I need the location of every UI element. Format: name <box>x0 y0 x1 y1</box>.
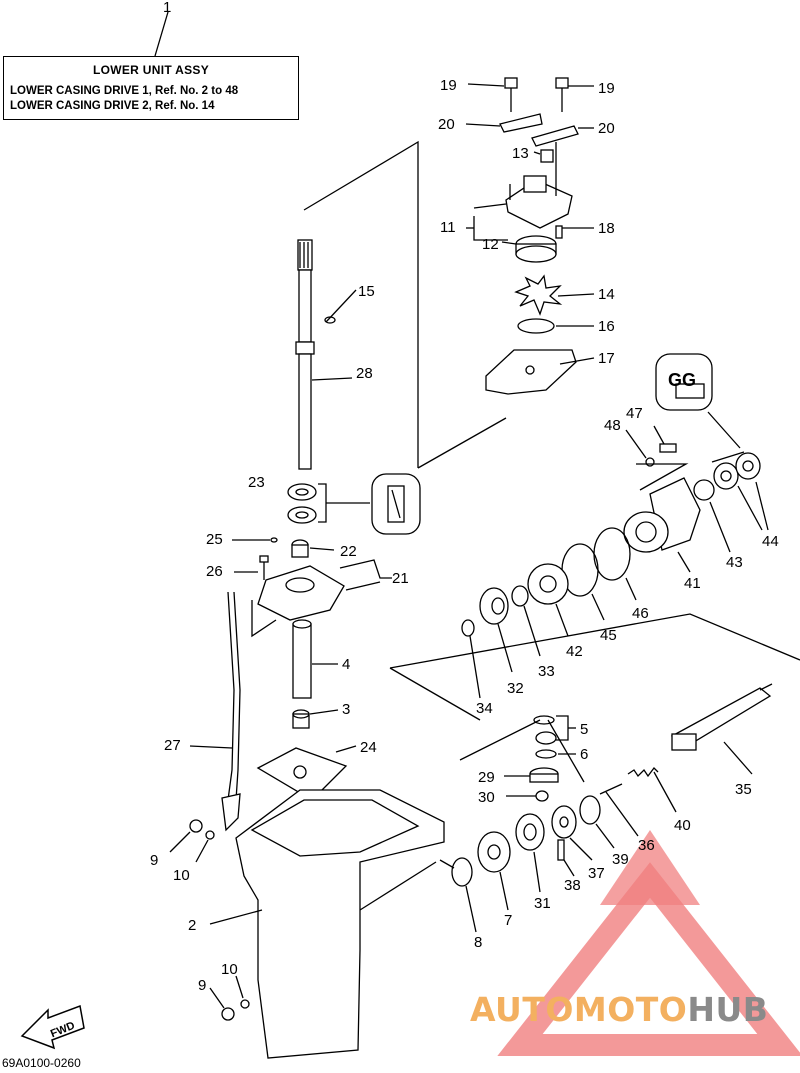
callout-9b: 9 <box>198 977 206 994</box>
callout-18: 18 <box>598 220 615 237</box>
callout-5: 5 <box>580 721 588 738</box>
assembly-ref-line-2: LOWER CASING DRIVE 2, Ref. No. 14 <box>10 100 215 112</box>
callout-23: 23 <box>248 474 265 491</box>
callout-31: 31 <box>534 895 551 912</box>
callout-38: 38 <box>564 877 581 894</box>
assembly-title-box: LOWER UNIT ASSY LOWER CASING DRIVE 1, Re… <box>3 56 299 120</box>
callout-34: 34 <box>476 700 493 717</box>
callout-22: 22 <box>340 543 357 560</box>
callout-16: 16 <box>598 318 615 335</box>
callout-30: 30 <box>478 789 495 806</box>
callout-17: 17 <box>598 350 615 367</box>
callout-4: 4 <box>342 656 350 673</box>
callout-20a: 20 <box>438 116 455 133</box>
callout-10b: 10 <box>221 961 238 978</box>
fwd-arrow-icon: FWD <box>20 1004 85 1050</box>
assembly-ref-line-1: LOWER CASING DRIVE 1, Ref. No. 2 to 48 <box>10 85 239 97</box>
document-reference: 69A0100-0260 <box>2 1056 81 1070</box>
callout-15: 15 <box>358 283 375 300</box>
callout-39: 39 <box>612 851 629 868</box>
callout-2: 2 <box>188 917 196 934</box>
callout-44: 44 <box>762 533 779 550</box>
callout-3: 3 <box>342 701 350 718</box>
callout-42: 42 <box>566 643 583 660</box>
callout-25: 25 <box>206 531 223 548</box>
callout-28: 28 <box>356 365 373 382</box>
callout-36: 36 <box>638 837 655 854</box>
assembly-title: LOWER UNIT ASSY <box>92 63 210 77</box>
callout-12: 12 <box>482 236 499 253</box>
callout-19b: 19 <box>598 80 615 97</box>
callout-7: 7 <box>504 912 512 929</box>
callout-26: 26 <box>206 563 223 580</box>
callout-43: 43 <box>726 554 743 571</box>
callout-19a: 19 <box>440 77 457 94</box>
callout-1: 1 <box>163 0 171 16</box>
callout-27: 27 <box>164 737 181 754</box>
callout-29: 29 <box>478 769 495 786</box>
callout-10a: 10 <box>173 867 190 884</box>
callout-6: 6 <box>580 746 588 763</box>
watermark-part-1: AUTOMOTO <box>470 990 688 1029</box>
callout-8: 8 <box>474 934 482 951</box>
callout-46: 46 <box>632 605 649 622</box>
callout-40: 40 <box>674 817 691 834</box>
watermark-part-2: HUB <box>687 990 769 1029</box>
callout-14: 14 <box>598 286 615 303</box>
callout-24: 24 <box>360 739 377 756</box>
callout-45: 45 <box>600 627 617 644</box>
callout-35: 35 <box>735 781 752 798</box>
callout-11: 11 <box>440 219 456 236</box>
callout-41: 41 <box>684 575 701 592</box>
callout-21: 21 <box>392 570 409 587</box>
callout-33: 33 <box>538 663 555 680</box>
watermark-text: AUTOMOTOHUB <box>470 990 768 1029</box>
grease-label: GG <box>668 370 696 390</box>
callout-48: 48 <box>604 417 621 434</box>
callout-20b: 20 <box>598 120 615 137</box>
callout-13: 13 <box>512 145 529 162</box>
callout-47: 47 <box>626 405 643 422</box>
callout-37: 37 <box>588 865 605 882</box>
callout-9a: 9 <box>150 852 158 869</box>
callout-32: 32 <box>507 680 524 697</box>
